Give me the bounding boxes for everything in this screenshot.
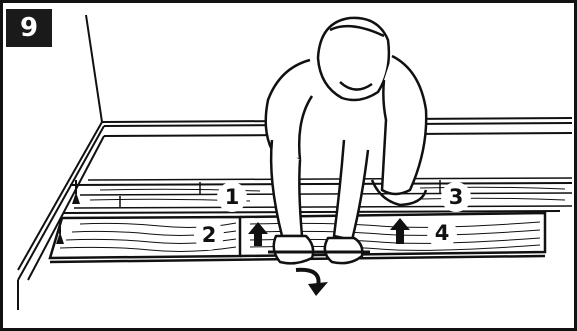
- arrow-up-icon: [390, 218, 410, 244]
- board-label-2: 2: [194, 220, 224, 250]
- arrow-up-icon: [248, 222, 268, 246]
- step-number-badge: 9: [6, 9, 52, 47]
- wood-grain: [60, 187, 565, 251]
- board-label-4: 4: [427, 218, 457, 248]
- rotate-arrow-icon: [296, 270, 328, 296]
- board-label-1: 1: [217, 182, 247, 212]
- board-label-3: 3: [441, 182, 471, 212]
